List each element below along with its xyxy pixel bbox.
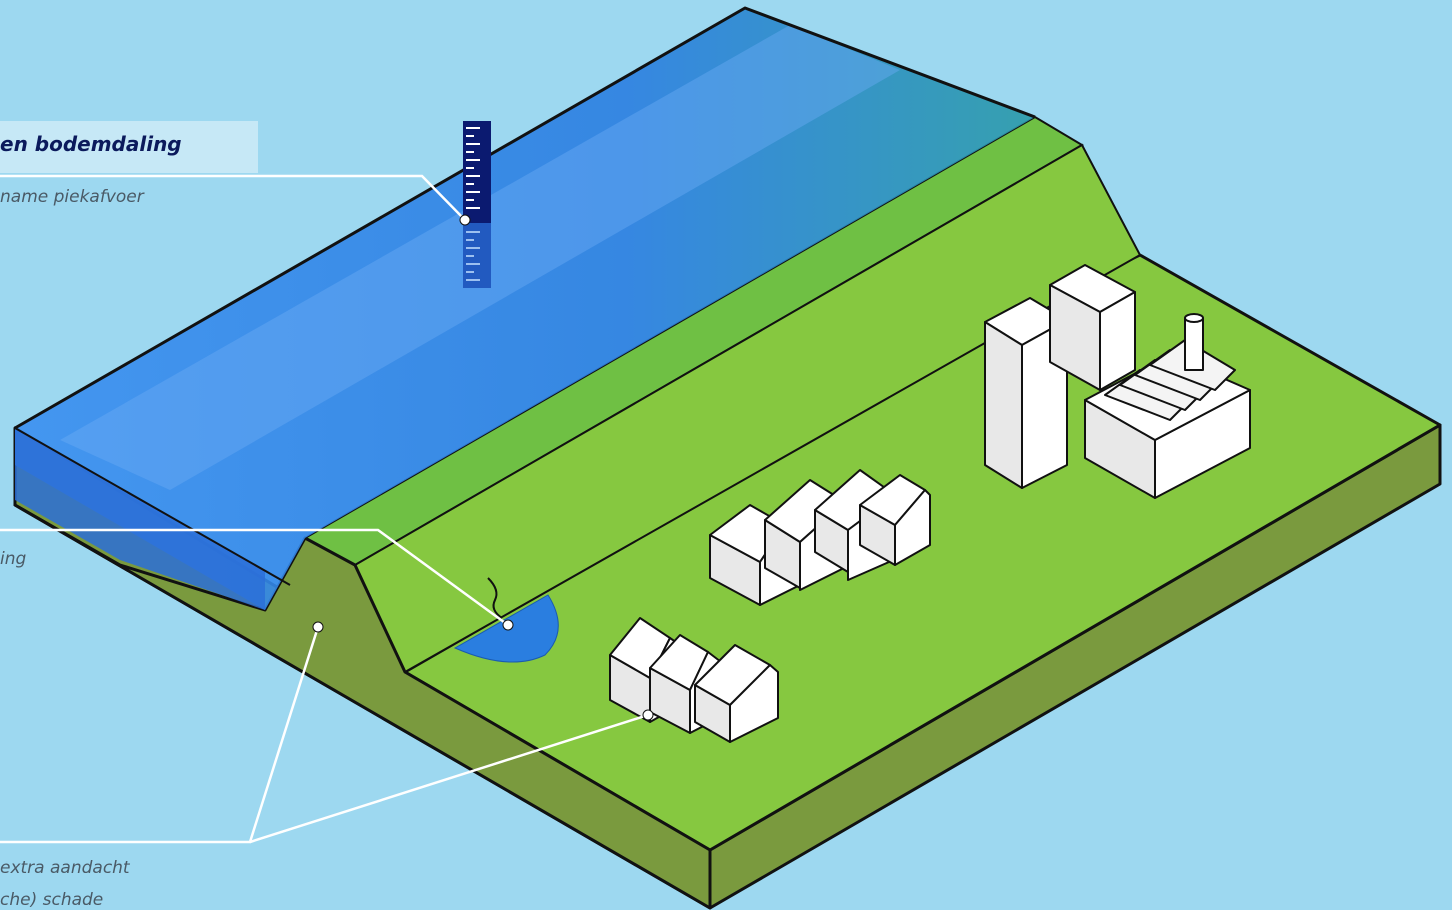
callout-label-pond: ing xyxy=(0,549,27,569)
callout-line-gauge xyxy=(0,174,466,221)
office-building xyxy=(1049,264,1136,391)
callout-label-gauge: name piekafvoer xyxy=(0,187,144,207)
river-outline xyxy=(14,6,1036,430)
houses-front xyxy=(609,617,779,743)
dike-cross-section xyxy=(13,503,712,910)
callout-label-dike: extra aandacht xyxy=(0,858,130,878)
callout-dots xyxy=(312,214,654,721)
water-level-gauge xyxy=(463,121,491,288)
callout-line-pond xyxy=(0,528,509,627)
callout-line-houses xyxy=(249,713,649,844)
river-edge xyxy=(14,427,291,586)
heading-label: en bodemdaling xyxy=(0,132,182,156)
seepage-crack xyxy=(487,577,503,619)
houses-back xyxy=(709,469,931,606)
factory xyxy=(1084,313,1251,499)
heading-box xyxy=(0,121,258,173)
callout-line-dike xyxy=(0,626,320,844)
callout-lines xyxy=(0,174,649,844)
callout-label-damage: che) schade xyxy=(0,890,104,910)
river-water xyxy=(15,8,1035,610)
river-water-front xyxy=(15,428,265,610)
